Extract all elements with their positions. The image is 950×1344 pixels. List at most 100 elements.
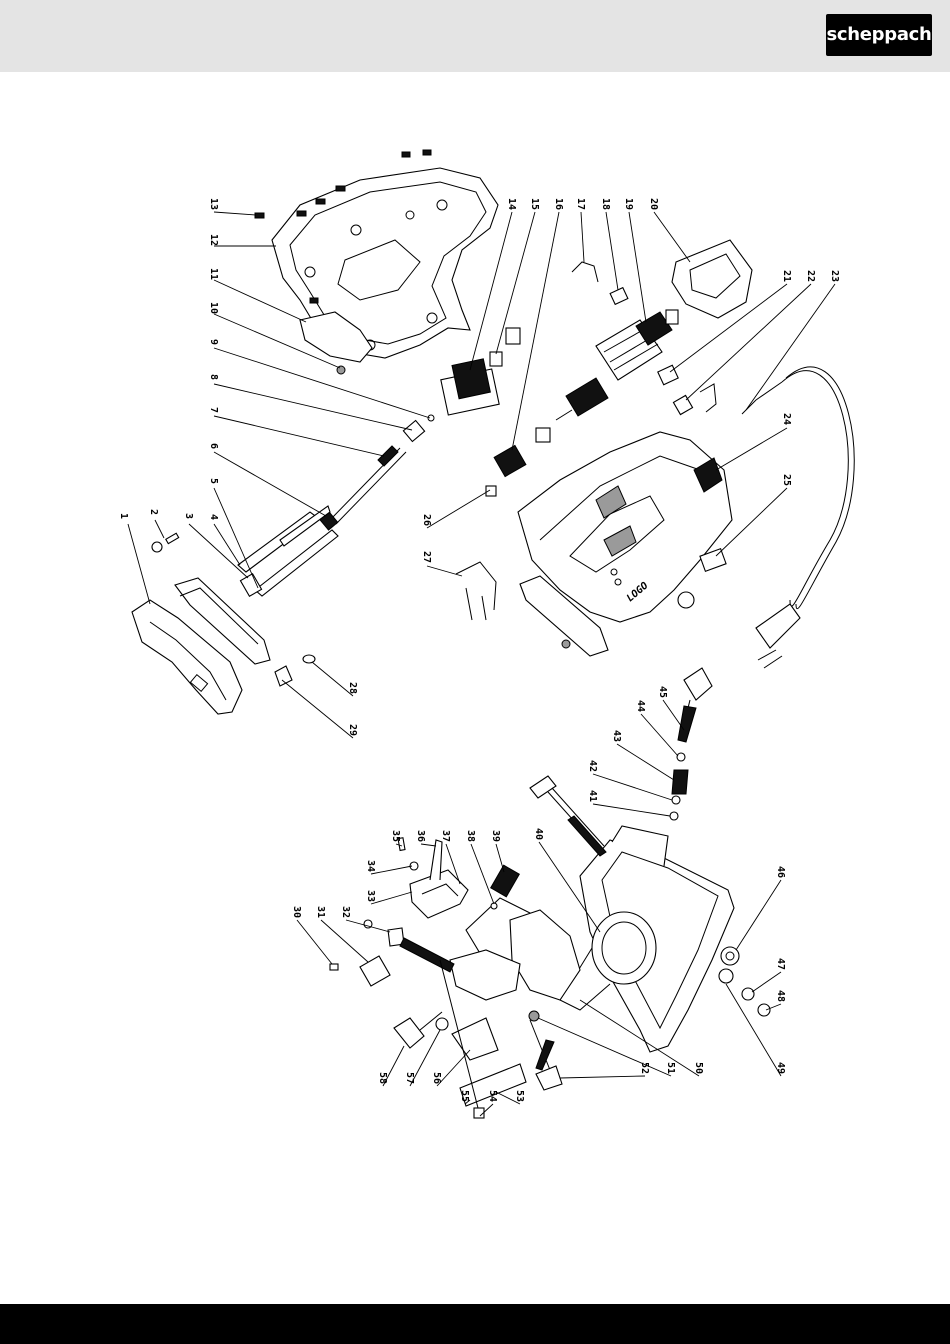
label-28: 28	[312, 662, 358, 696]
svg-text:5: 5	[208, 478, 219, 484]
small-parts	[330, 920, 454, 986]
svg-text:8: 8	[208, 374, 219, 380]
svg-text:52: 52	[639, 1062, 650, 1074]
svg-text:47: 47	[775, 958, 786, 970]
plunger-shaft	[318, 415, 434, 530]
svg-text:7: 7	[208, 407, 219, 413]
svg-text:32: 32	[340, 906, 351, 918]
svg-text:4: 4	[208, 514, 219, 520]
svg-text:33: 33	[365, 890, 376, 902]
svg-text:24: 24	[781, 413, 792, 425]
adjustment-knob	[670, 668, 712, 820]
svg-text:45: 45	[657, 686, 668, 698]
label-2: 2	[148, 509, 164, 538]
label-4: 4	[208, 514, 240, 565]
label-58: 58	[377, 1046, 404, 1086]
svg-text:58: 58	[377, 1072, 388, 1084]
svg-text:46: 46	[775, 866, 786, 878]
drive-gear	[441, 328, 520, 415]
svg-text:12: 12	[208, 234, 219, 246]
svg-text:53: 53	[514, 1090, 525, 1102]
label-16: 16	[512, 198, 564, 450]
svg-text:1: 1	[118, 513, 129, 519]
svg-text:20: 20	[648, 198, 659, 210]
svg-text:54: 54	[487, 1090, 498, 1102]
svg-text:22: 22	[805, 270, 816, 282]
label-5: 5	[208, 478, 258, 588]
label-12: 12	[208, 234, 276, 246]
svg-text:11: 11	[208, 268, 219, 280]
svg-text:14: 14	[506, 198, 517, 210]
svg-text:3: 3	[183, 513, 194, 519]
label-39: 39	[490, 830, 504, 872]
page-header: scheppach	[0, 0, 950, 72]
brush-spring	[572, 262, 598, 282]
washers-nuts	[719, 947, 770, 1016]
label-18: 18	[600, 198, 618, 290]
cord-clip	[456, 562, 496, 620]
label-34: 34	[365, 860, 412, 874]
label-36: 36	[415, 830, 436, 846]
svg-text:37: 37	[440, 830, 451, 842]
svg-text:10: 10	[208, 302, 219, 314]
label-41: 41	[587, 790, 670, 816]
label-19: 19	[623, 198, 646, 322]
label-27: 27	[421, 551, 462, 576]
svg-text:42: 42	[587, 760, 598, 772]
svg-text:30: 30	[291, 906, 302, 918]
svg-text:27: 27	[421, 551, 432, 563]
svg-text:35: 35	[390, 830, 401, 842]
label-26: 26	[421, 490, 490, 528]
svg-text:50: 50	[693, 1062, 704, 1074]
svg-text:51: 51	[665, 1062, 676, 1074]
label-20: 20	[648, 198, 690, 262]
svg-text:23: 23	[829, 270, 840, 282]
label-1: 1	[118, 513, 150, 604]
label-24: 24	[716, 413, 792, 470]
label-32: 32	[340, 906, 390, 932]
svg-text:25: 25	[781, 474, 792, 486]
svg-text:17: 17	[575, 198, 586, 210]
label-38: 38	[465, 830, 494, 904]
svg-text:55: 55	[459, 1090, 470, 1102]
svg-text:41: 41	[587, 790, 598, 802]
label-52: 52	[560, 1062, 650, 1078]
svg-text:57: 57	[404, 1072, 415, 1084]
exploded-parts-diagram: LOGO	[0, 72, 950, 1304]
svg-text:43: 43	[611, 730, 622, 742]
svg-text:19: 19	[623, 198, 634, 210]
svg-text:40: 40	[533, 828, 544, 840]
svg-text:36: 36	[415, 830, 426, 842]
label-7: 7	[208, 407, 384, 456]
field-coil	[672, 240, 752, 318]
bearing	[494, 445, 526, 476]
svg-text:15: 15	[529, 198, 540, 210]
label-23: 23	[746, 270, 840, 410]
svg-text:16: 16	[553, 198, 564, 210]
power-cord	[742, 367, 854, 668]
guide-knob	[275, 655, 315, 686]
label-3: 3	[183, 513, 248, 578]
motor-armature	[556, 310, 678, 420]
svg-text:26: 26	[421, 514, 432, 526]
label-6: 6	[208, 443, 326, 516]
svg-text:18: 18	[600, 198, 611, 210]
brand-logo: scheppach	[826, 14, 932, 56]
label-43: 43	[611, 730, 674, 780]
svg-text:38: 38	[465, 830, 476, 842]
svg-text:9: 9	[208, 339, 219, 345]
svg-text:31: 31	[315, 906, 326, 918]
svg-text:39: 39	[490, 830, 501, 842]
label-17: 17	[575, 198, 586, 262]
label-42: 42	[587, 760, 672, 800]
long-bolt	[530, 776, 606, 856]
label-47: 47	[752, 958, 786, 992]
svg-text:34: 34	[365, 860, 376, 872]
label-44: 44	[635, 700, 678, 756]
svg-text:6: 6	[208, 443, 219, 449]
saw-casing: LOGO	[518, 432, 732, 656]
label-46: 46	[736, 866, 786, 950]
label-33: 33	[365, 890, 412, 904]
page-footer	[0, 1304, 950, 1344]
label-55: 55	[459, 1090, 470, 1104]
